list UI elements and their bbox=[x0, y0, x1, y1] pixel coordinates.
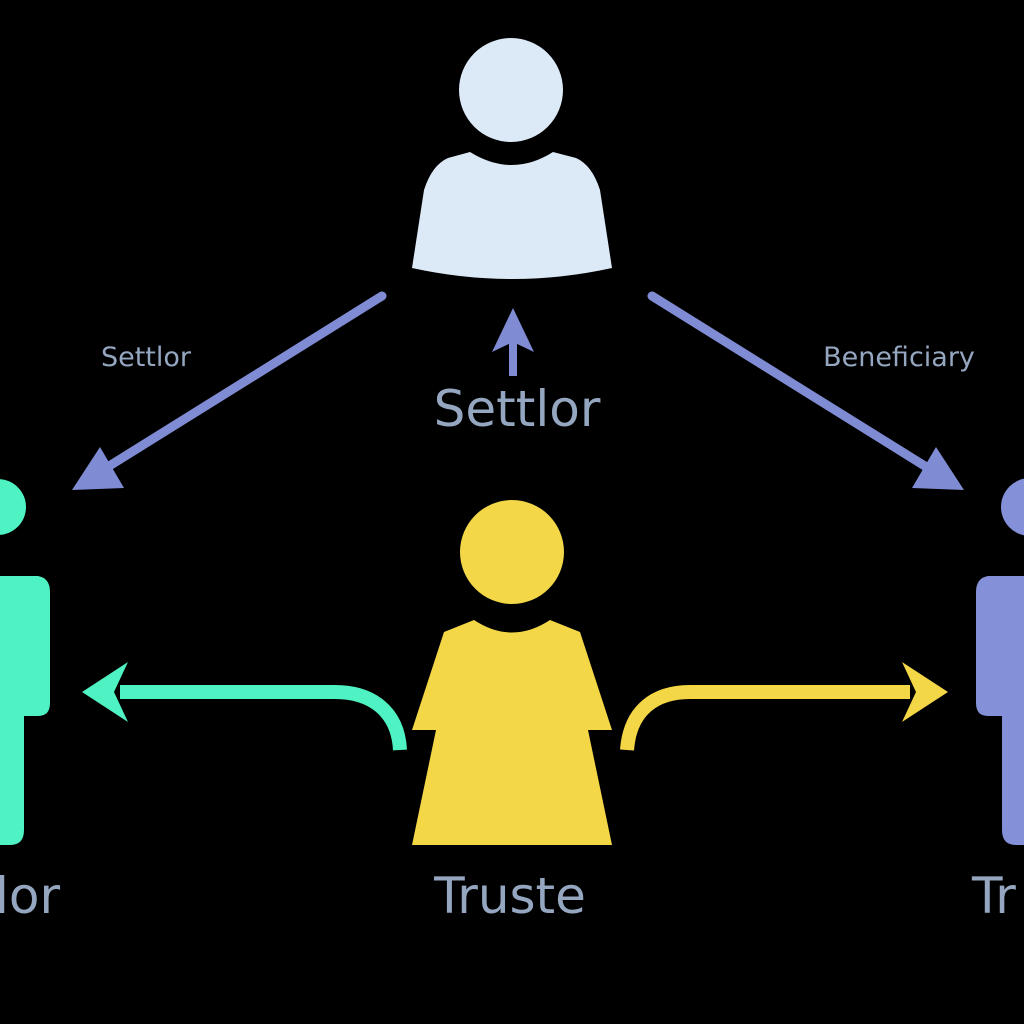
label-settlor-left: Settlor bbox=[101, 342, 192, 373]
label-right-partial: Tr bbox=[971, 867, 1016, 925]
right-figure-body bbox=[976, 576, 1024, 845]
label-trustee-center: Truste bbox=[433, 867, 586, 925]
arrow-settlor-to-left bbox=[72, 291, 387, 490]
left-figure-head bbox=[0, 479, 26, 535]
arrow-trustee-to-right-head bbox=[902, 662, 948, 722]
trustee-figure-center bbox=[412, 500, 612, 845]
right-figure-partial bbox=[976, 478, 1024, 845]
arrow-settlor-to-left-head bbox=[72, 447, 124, 490]
arrow-settlor-to-right-head bbox=[912, 447, 964, 490]
arrow-up-small bbox=[492, 308, 534, 376]
arrow-trustee-to-right-curve bbox=[620, 685, 910, 751]
arrow-trustee-to-left-curve bbox=[120, 685, 407, 751]
settlor-figure-top bbox=[412, 38, 612, 279]
trustee-head bbox=[460, 500, 564, 604]
arrow-trustee-to-left-head bbox=[82, 662, 128, 722]
arrow-up-small-head bbox=[492, 308, 534, 352]
arrow-settlor-to-right-shaft bbox=[647, 291, 949, 483]
arrow-settlor-to-left-shaft bbox=[85, 291, 387, 483]
settlor-head bbox=[459, 38, 563, 142]
trustee-body bbox=[412, 620, 612, 845]
label-settlor-center: Settlor bbox=[434, 380, 601, 438]
label-beneficiary-right: Beneficiary bbox=[823, 342, 975, 373]
arrow-trustee-to-right bbox=[620, 662, 948, 751]
settlor-body bbox=[412, 152, 612, 279]
left-figure-body bbox=[0, 576, 50, 845]
right-figure-head bbox=[1001, 478, 1024, 536]
left-figure-partial bbox=[0, 479, 50, 845]
label-left-partial: lor bbox=[0, 867, 60, 925]
arrow-settlor-to-right bbox=[647, 291, 964, 490]
arrow-trustee-to-left bbox=[82, 662, 407, 751]
